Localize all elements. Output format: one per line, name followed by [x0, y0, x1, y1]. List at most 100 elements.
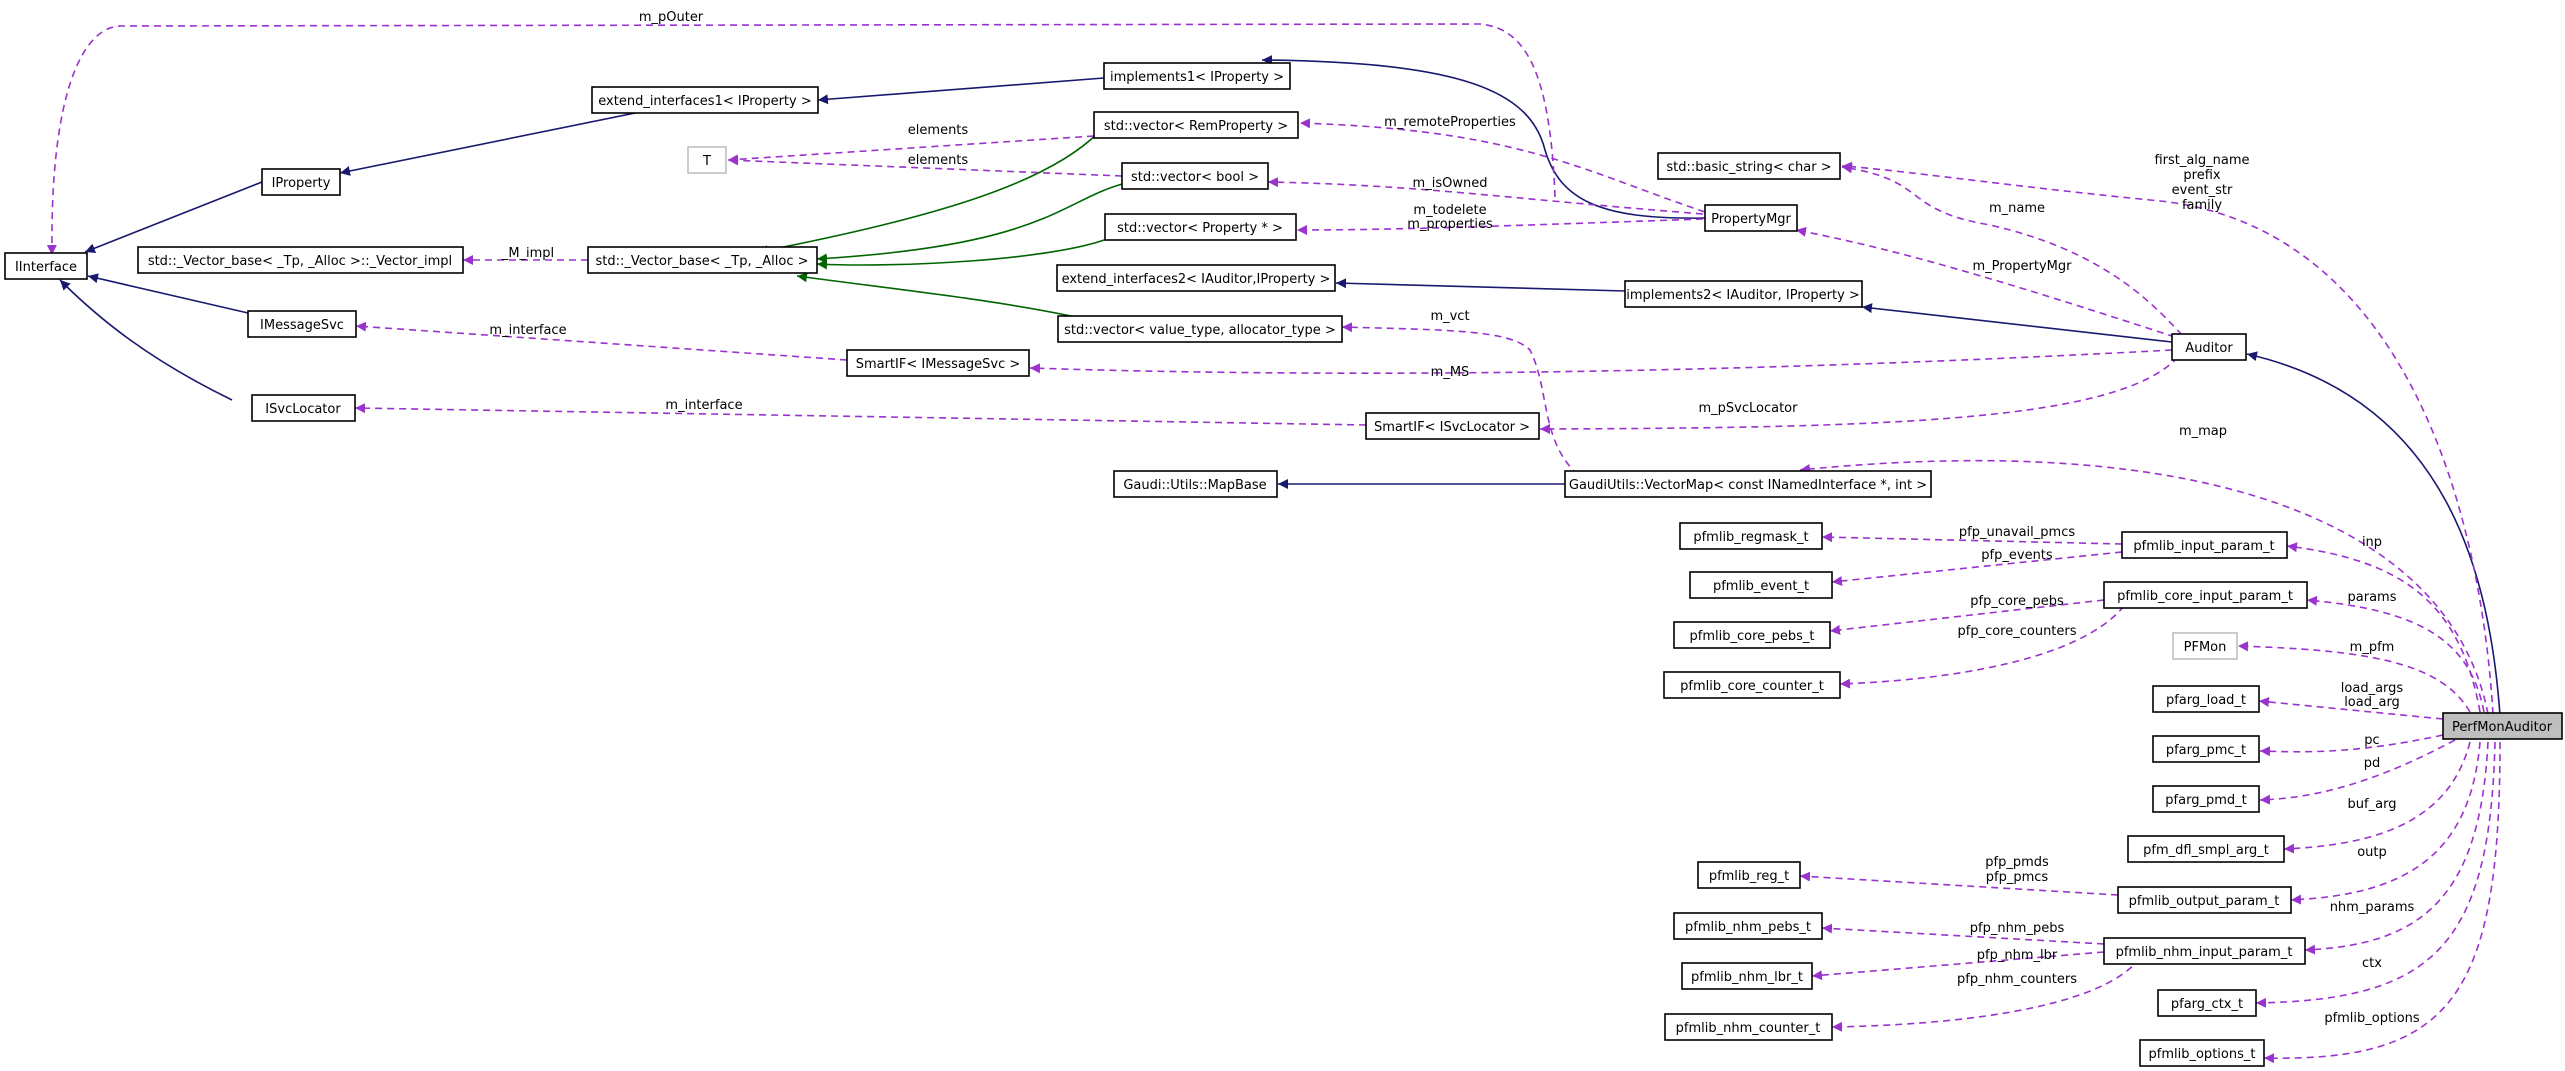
- node-pfmlib-core-counter-t[interactable]: pfmlib_core_counter_t: [1663, 671, 1841, 699]
- edge-m-map: [1799, 459, 2489, 715]
- label-m-name: m_name: [1989, 201, 2045, 216]
- node-isvclocator[interactable]: ISvcLocator: [251, 394, 356, 422]
- node-extend-interfaces1[interactable]: extend_interfaces1< IProperty >: [591, 86, 819, 114]
- svg-text:std::vector< RemProperty >: std::vector< RemProperty >: [1104, 119, 1288, 134]
- svg-text:std::_Vector_base< _Tp, _Alloc: std::_Vector_base< _Tp, _Alloc >: [595, 254, 808, 269]
- node-pfarg-pmc-t[interactable]: pfarg_pmc_t: [2152, 735, 2260, 763]
- label-pc: pc: [2364, 733, 2379, 748]
- svg-text:pfmlib_regmask_t: pfmlib_regmask_t: [1693, 530, 1808, 545]
- svg-text:pfmlib_core_input_param_t: pfmlib_core_input_param_t: [2117, 589, 2293, 604]
- edge-elements-remproperty-t: [727, 135, 1095, 165]
- svg-text:SmartIF< ISvcLocator >: SmartIF< ISvcLocator >: [1374, 420, 1530, 435]
- node-vec-bool[interactable]: std::vector< bool >: [1121, 162, 1269, 190]
- node-vector-base[interactable]: std::_Vector_base< _Tp, _Alloc >: [587, 246, 818, 274]
- node-perfmonauditor[interactable]: PerfMonAuditor: [2442, 712, 2563, 740]
- node-vector-base-impl[interactable]: std::_Vector_base< _Tp, _Alloc >::_Vecto…: [137, 246, 464, 274]
- svg-text:implements2< IAuditor, IProper: implements2< IAuditor, IProperty >: [1626, 288, 1860, 303]
- label-pfp-pmcs: pfp_pmcs: [1986, 870, 2049, 885]
- edge-isvclocator-iinterface: [59, 279, 233, 401]
- label-m-pouter: m_pOuter: [639, 10, 704, 25]
- edge-m-interface-msgsvc: [355, 321, 848, 361]
- node-pfarg-load-t[interactable]: pfarg_load_t: [2152, 685, 2260, 713]
- node-iinterface[interactable]: IInterface: [4, 252, 88, 280]
- node-iproperty[interactable]: IProperty: [261, 168, 341, 196]
- label-m-propertymgr: m_PropertyMgr: [1973, 259, 2073, 274]
- node-pfmlib-event-t[interactable]: pfmlib_event_t: [1689, 571, 1833, 599]
- node-pfmlib-core-pebs-t[interactable]: pfmlib_core_pebs_t: [1673, 621, 1831, 649]
- label-m-ms: m_MS: [1431, 365, 1470, 380]
- edge-vec-property-vector-base: [816, 238, 1108, 270]
- svg-text:std::_Vector_base< _Tp, _Alloc: std::_Vector_base< _Tp, _Alloc >::_Vecto…: [148, 254, 452, 269]
- edge-implements1-extend1: [817, 77, 1105, 105]
- svg-text:pfarg_ctx_t: pfarg_ctx_t: [2171, 997, 2243, 1012]
- edge-imessagesvc-iinterface: [87, 273, 249, 314]
- edge-m-interface-svclocator: [354, 403, 1367, 426]
- node-basic-string[interactable]: std::basic_string< char >: [1657, 152, 1841, 180]
- node-implements1[interactable]: implements1< IProperty >: [1103, 62, 1291, 90]
- svg-text:pfmlib_nhm_counter_t: pfmlib_nhm_counter_t: [1676, 1021, 1821, 1036]
- node-pfmon[interactable]: PFMon: [2172, 632, 2238, 660]
- node-pfarg-ctx-t[interactable]: pfarg_ctx_t: [2157, 989, 2257, 1017]
- node-extend-interfaces2[interactable]: extend_interfaces2< IAuditor,IProperty >: [1056, 264, 1336, 292]
- edge-m-ms: [1029, 349, 2173, 374]
- svg-text:pfarg_pmc_t: pfarg_pmc_t: [2166, 743, 2246, 758]
- node-smartif-imessagesvc[interactable]: SmartIF< IMessageSvc >: [846, 349, 1030, 377]
- node-pfmlib-reg-t[interactable]: pfmlib_reg_t: [1697, 861, 1801, 889]
- svg-text:pfarg_pmd_t: pfarg_pmd_t: [2165, 793, 2246, 808]
- svg-text:pfmlib_options_t: pfmlib_options_t: [2149, 1047, 2256, 1062]
- node-pfmlib-nhm-lbr-t[interactable]: pfmlib_nhm_lbr_t: [1681, 962, 1813, 990]
- node-imessagesvc[interactable]: IMessageSvc: [247, 310, 357, 338]
- node-pfmlib-input-param-t[interactable]: pfmlib_input_param_t: [2121, 531, 2288, 559]
- edge-extend1-iproperty: [339, 111, 641, 176]
- label-m-interface-1: m_interface: [489, 323, 566, 338]
- svg-text:extend_interfaces2< IAuditor,I: extend_interfaces2< IAuditor,IProperty >: [1062, 272, 1331, 287]
- node-pfmlib-output-param-t[interactable]: pfmlib_output_param_t: [2117, 886, 2292, 914]
- label-pfp-events: pfp_events: [1981, 548, 2053, 563]
- edge-vec-remproperty-vector-base: [757, 132, 1099, 256]
- svg-text:implements1< IProperty >: implements1< IProperty >: [1110, 70, 1284, 85]
- svg-text:IProperty: IProperty: [272, 176, 331, 191]
- label-outp: outp: [2357, 845, 2387, 860]
- label-first-alg-name: first_alg_name: [2154, 153, 2249, 168]
- label-params: params: [2348, 590, 2397, 605]
- node-vec-property-ptr[interactable]: std::vector< Property * >: [1104, 213, 1297, 241]
- svg-text:pfmlib_event_t: pfmlib_event_t: [1713, 579, 1809, 594]
- edge-perfmonauditor-auditor: [2246, 351, 2501, 716]
- node-mapbase[interactable]: Gaudi::Utils::MapBase: [1113, 470, 1278, 498]
- node-vectormap[interactable]: GaudiUtils::VectorMap< const INamedInter…: [1564, 470, 1932, 498]
- node-pfmlib-regmask-t[interactable]: pfmlib_regmask_t: [1679, 522, 1823, 550]
- node-propertymgr[interactable]: PropertyMgr: [1704, 204, 1798, 232]
- node-implements2[interactable]: implements2< IAuditor, IProperty >: [1624, 280, 1863, 308]
- edge-buf-arg: [2283, 741, 2471, 854]
- node-pfmlib-core-input-param-t[interactable]: pfmlib_core_input_param_t: [2103, 581, 2308, 609]
- label-m-map: m_map: [2179, 424, 2227, 439]
- edge-implements2-extend2: [1335, 278, 1626, 292]
- node-pfmlib-options-t[interactable]: pfmlib_options_t: [2139, 1039, 2265, 1067]
- svg-text:pfmlib_core_counter_t: pfmlib_core_counter_t: [1680, 679, 1824, 694]
- label-buf-arg: buf_arg: [2348, 797, 2397, 812]
- label-pfp-pmds: pfp_pmds: [1985, 855, 2049, 870]
- edge-outp: [2290, 741, 2481, 905]
- svg-text:pfmlib_nhm_pebs_t: pfmlib_nhm_pebs_t: [1685, 920, 1811, 935]
- node-auditor[interactable]: Auditor: [2171, 333, 2247, 361]
- node-t[interactable]: T: [687, 146, 727, 174]
- label-load-arg: load_arg: [2344, 695, 2400, 710]
- svg-text:pfarg_load_t: pfarg_load_t: [2166, 693, 2246, 708]
- node-pfarg-pmd-t[interactable]: pfarg_pmd_t: [2152, 785, 2260, 813]
- svg-text:extend_interfaces1< IProperty: extend_interfaces1< IProperty >: [598, 94, 811, 109]
- edge-m-properties: [1296, 218, 1704, 235]
- node-vec-remproperty[interactable]: std::vector< RemProperty >: [1093, 111, 1299, 139]
- label-m-remoteproperties: m_remoteProperties: [1384, 115, 1516, 130]
- node-smartif-isvclocator[interactable]: SmartIF< ISvcLocator >: [1365, 412, 1540, 440]
- label-m-isowned: m_isOwned: [1413, 176, 1488, 191]
- node-vec-value-type[interactable]: std::vector< value_type, allocator_type …: [1057, 315, 1343, 343]
- node-pfmlib-nhm-counter-t[interactable]: pfmlib_nhm_counter_t: [1664, 1013, 1833, 1041]
- node-pfmlib-nhm-input-param-t[interactable]: pfmlib_nhm_input_param_t: [2103, 937, 2306, 965]
- svg-text:SmartIF< IMessageSvc >: SmartIF< IMessageSvc >: [856, 357, 1021, 372]
- node-pfmlib-nhm-pebs-t[interactable]: pfmlib_nhm_pebs_t: [1673, 912, 1823, 940]
- edge-pfp-nhm-lbr: [1811, 951, 2105, 981]
- edge-m-isowned: [1267, 177, 1704, 215]
- edge-pd: [2259, 739, 2456, 805]
- node-pfm-dfl-smpl-arg-t[interactable]: pfm_dfl_smpl_arg_t: [2127, 835, 2285, 863]
